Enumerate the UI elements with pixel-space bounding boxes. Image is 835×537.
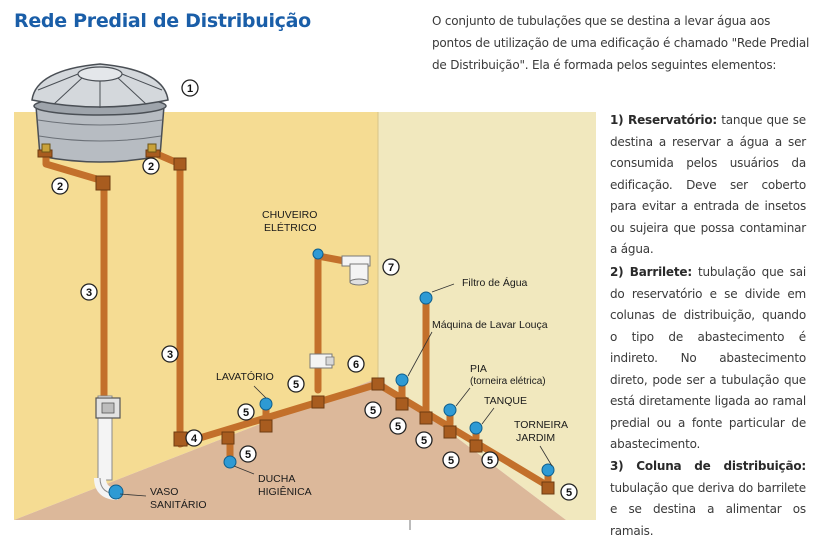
definition-text: tubulação que sai do reservatório e se d… [610, 265, 806, 451]
marker-sub-corner: 5 [293, 379, 299, 391]
valve-icon [41, 143, 157, 153]
marker-sub-wall-3: 5 [421, 435, 427, 447]
marker-coluna-right: 3 [167, 349, 173, 361]
marker-circle-sub-wall-2 [389, 417, 407, 435]
label-vaso-2: SANITÁRIO [150, 498, 207, 511]
label-ducha-1: DUCHA [258, 473, 295, 485]
marker-circle-sub-floor-1 [442, 451, 460, 469]
marker-circle-sub-ducha [239, 445, 257, 463]
marker-circle-coluna-left [80, 283, 98, 301]
marker-coluna-left: 3 [86, 287, 92, 299]
marker-registro: 6 [353, 359, 359, 371]
marker-chuveiro: 7 [388, 262, 394, 274]
ducha-fitting [223, 455, 237, 469]
leader-lines [119, 283, 553, 497]
reservoir-tank [31, 63, 169, 163]
flush-valve-icon [95, 397, 121, 419]
label-ducha-2: HIGIÊNICA [258, 485, 312, 498]
maquina-fitting [395, 373, 409, 387]
marker-barrilete-left: 2 [57, 181, 63, 193]
marker-barrilete-right: 2 [148, 161, 154, 173]
definition-term: 3) Coluna de distribuição: [610, 459, 806, 473]
label-pia-2: (torneira elétrica) [470, 376, 546, 387]
marker-sub-jardim: 5 [566, 487, 572, 499]
marker-sub-floor-1: 5 [448, 455, 454, 467]
marker-circle-barrilete-left [51, 177, 69, 195]
marker-circle-reservatorio [181, 79, 199, 97]
label-tanque: TANQUE [484, 395, 527, 407]
marker-sub-floor-2: 5 [487, 455, 493, 467]
label-torneira-1: TORNEIRA [514, 419, 568, 431]
page-title: Rede Predial de Distribuição [14, 10, 311, 32]
marker-circle-sub-wall-3 [415, 431, 433, 449]
lavatorio-fitting [259, 397, 273, 411]
shower-valve-icon [309, 353, 335, 369]
marker-circle-ramal [185, 429, 203, 447]
marker-circle-sub-corner [287, 375, 305, 393]
marker-sub-wall-1: 5 [370, 405, 376, 417]
marker-circle-sub-wall-1 [364, 401, 382, 419]
blue-fittings [108, 248, 555, 500]
label-chuveiro-1: CHUVEIRO [262, 209, 317, 221]
label-pia-1: PIA [470, 363, 487, 375]
marker-sub-lavatorio: 5 [243, 407, 249, 419]
definition-coluna: 3) Coluna de distribuição: tubulação que… [610, 456, 806, 537]
label-maquina: Máquina de Lavar Louça [432, 319, 548, 331]
definition-barrilete: 2) Barrilete: tubulação que sai do reser… [610, 262, 806, 456]
definition-reservatorio: 1) Reservatório: tanque que se destina a… [610, 110, 806, 261]
ramal-pipe [176, 380, 382, 448]
marker-circle-sub-floor-2 [481, 451, 499, 469]
definition-text: tubulação que deriva do barrilete e se d… [610, 480, 806, 537]
intro-paragraph: O conjunto de tubulações que se destina … [432, 14, 810, 72]
definition-term: 1) Reservatório: [610, 113, 717, 127]
label-filtro: Filtro de Água [462, 276, 528, 289]
diagram-labels: CHUVEIRO ELÉTRICO Filtro de Água Máquina… [150, 209, 568, 511]
label-lavatorio: LAVATÓRIO [216, 370, 274, 383]
definition-term: 2) Barrilete: [610, 265, 692, 279]
marker-circle-sub-jardim [560, 483, 578, 501]
number-markers: 1 2 2 3 3 4 5 5 5 5 5 5 5 5 5 6 7 [51, 79, 578, 501]
marker-reservatorio: 1 [187, 83, 193, 95]
label-torneira-2: JARDIM [516, 432, 555, 444]
label-vaso-1: VASO [150, 486, 178, 498]
marker-circle-coluna-right [161, 345, 179, 363]
filtro-fitting [419, 291, 433, 305]
shower-fitting [312, 248, 324, 260]
shower-head-icon [341, 255, 371, 286]
marker-circle-barrilete-right [142, 157, 160, 175]
marker-circle-sub-lavatorio [237, 403, 255, 421]
vaso-fitting [108, 484, 124, 500]
jardim-fitting [541, 463, 555, 477]
definition-text: tanque que se destina a reservar a água … [610, 113, 806, 256]
marker-ramal: 4 [191, 433, 198, 445]
pipe-fittings [37, 149, 555, 495]
marker-circle-chuveiro [382, 258, 400, 276]
marker-sub-ducha: 5 [245, 449, 251, 461]
marker-sub-wall-2: 5 [395, 421, 401, 433]
tanque-fitting [469, 421, 483, 435]
label-chuveiro-2: ELÉTRICO [264, 221, 317, 234]
pia-fitting [443, 403, 457, 417]
floor [14, 378, 566, 520]
marker-circle-registro [347, 355, 365, 373]
